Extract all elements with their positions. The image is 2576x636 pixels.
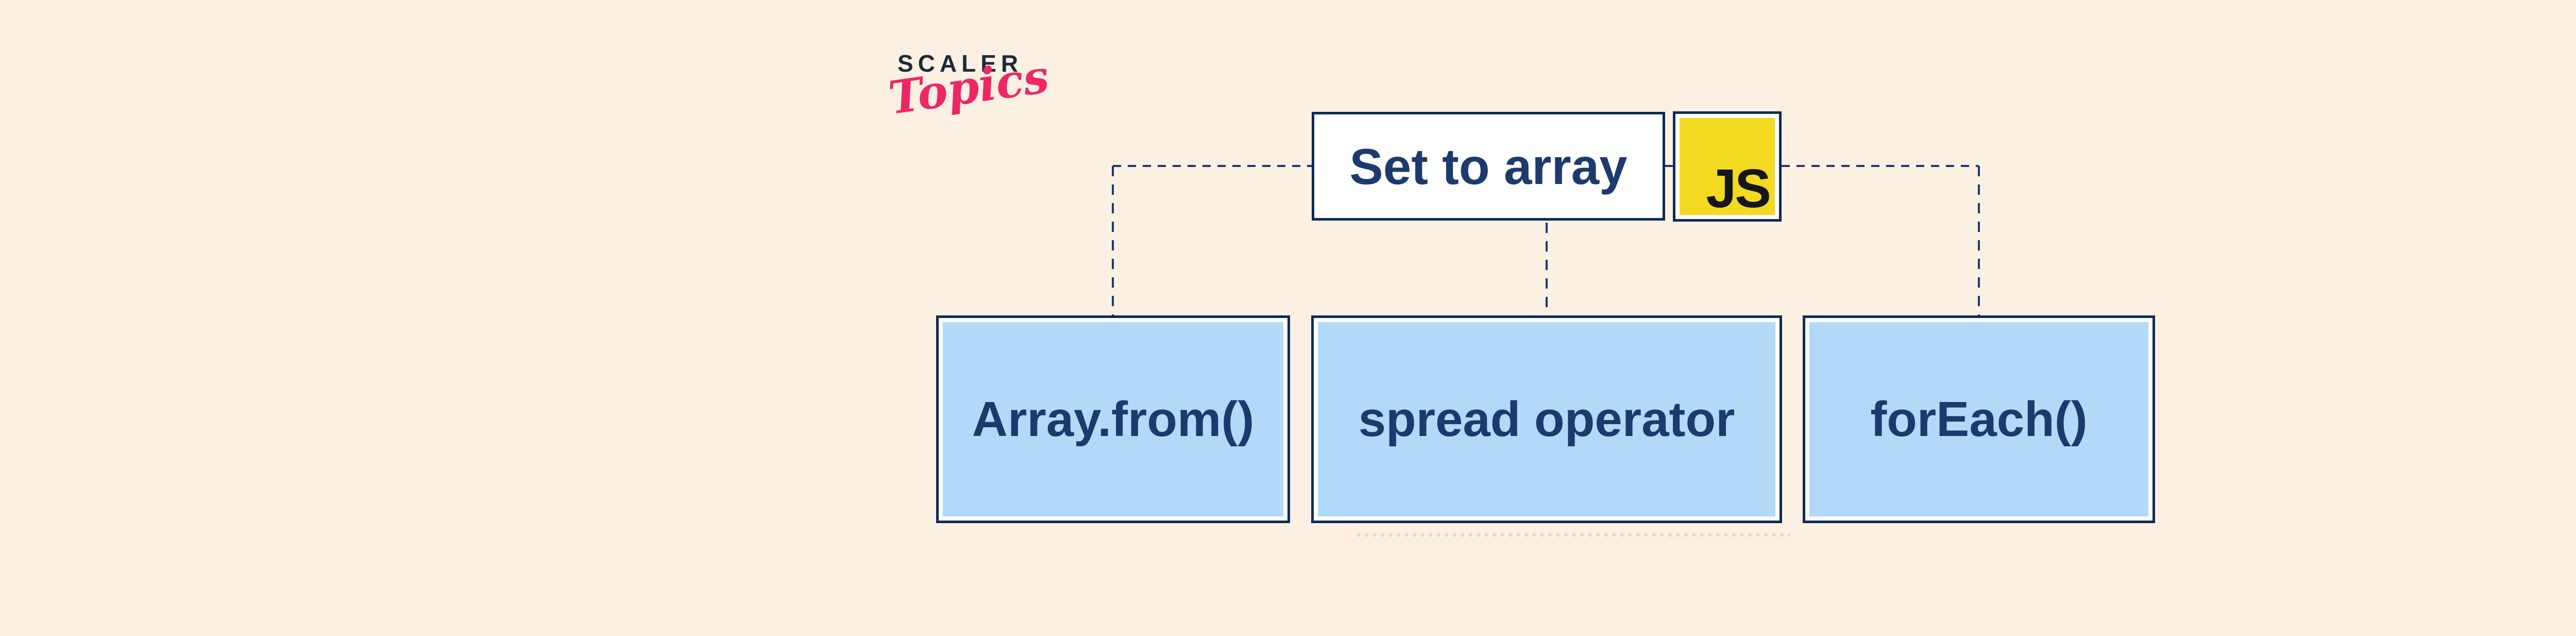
dotted-watermark bbox=[1355, 531, 1790, 539]
node-array-from: Array.from() bbox=[936, 315, 1290, 523]
node-array-from-fill: Array.from() bbox=[943, 322, 1283, 516]
node-array-from-label: Array.from() bbox=[972, 391, 1255, 447]
javascript-badge-label: JS bbox=[1706, 158, 1771, 219]
node-spread-operator: spread operator bbox=[1311, 315, 1782, 523]
scaler-topics-logo: SCALER Topics bbox=[886, 49, 1053, 158]
node-foreach-label: forEach() bbox=[1870, 391, 2088, 447]
scaler-wordmark: SCALER bbox=[897, 50, 1023, 77]
node-spread-operator-label: spread operator bbox=[1358, 391, 1735, 447]
javascript-badge: JS bbox=[1673, 111, 1782, 222]
node-spread-operator-fill: spread operator bbox=[1318, 322, 1775, 516]
node-foreach-fill: forEach() bbox=[1809, 322, 2148, 516]
node-foreach: forEach() bbox=[1803, 315, 2155, 523]
root-node-set-to-array: Set to array bbox=[1312, 112, 1665, 221]
root-node-label: Set to array bbox=[1349, 138, 1628, 195]
javascript-logo-icon: JS bbox=[1680, 118, 1775, 219]
